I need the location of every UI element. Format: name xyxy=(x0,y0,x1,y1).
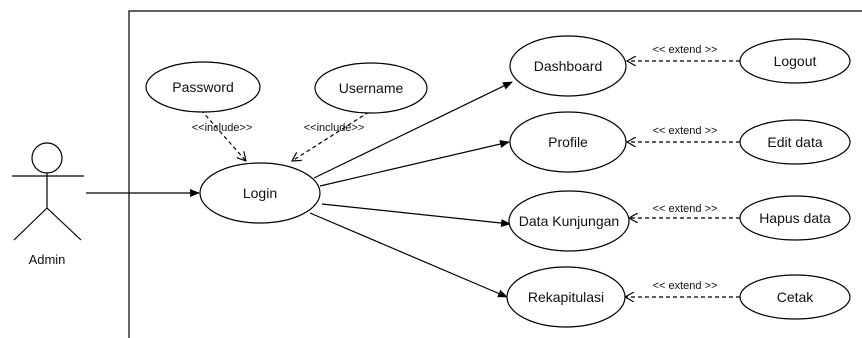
actor-label: Admin xyxy=(29,252,66,267)
use-case-password-label: Password xyxy=(172,79,233,95)
use-case-edit-data-label: Edit data xyxy=(767,134,822,150)
actor-right-leg xyxy=(46,207,82,241)
use-case-login: Login xyxy=(199,162,321,224)
use-case-rekapitulasi-label: Rekapitulasi xyxy=(528,289,604,305)
use-case-logout-label: Logout xyxy=(774,53,817,69)
use-case-cetak-label: Cetak xyxy=(777,289,815,305)
use-case-profile-label: Profile xyxy=(548,134,588,150)
use-case-dashboard: Dashboard xyxy=(509,35,627,97)
association-login-data-kunjungan xyxy=(321,203,511,228)
include-username-login xyxy=(292,111,370,161)
system-boundary xyxy=(128,10,862,338)
use-case-data-kunjungan-label: Data Kunjungan xyxy=(519,213,619,229)
use-case-rekapitulasi: Rekapitulasi xyxy=(506,266,626,328)
association-login-rekapitulasi xyxy=(309,212,508,298)
actor-left-leg xyxy=(13,207,48,241)
use-case-username-label: Username xyxy=(339,80,404,96)
extend-label-editdata: << extend >> xyxy=(653,125,718,137)
extend-label-hapusdata: << extend >> xyxy=(653,203,718,215)
extend-label-logout: << extend >> xyxy=(653,44,718,56)
include-password-login xyxy=(200,109,246,161)
use-case-edit-data: Edit data xyxy=(739,119,851,165)
use-case-username: Username xyxy=(314,62,428,114)
use-case-password: Password xyxy=(145,61,261,113)
include-label-password: <<include>> xyxy=(192,122,253,134)
use-case-cetak: Cetak xyxy=(739,274,851,320)
actor-head xyxy=(31,142,63,174)
use-case-hapus-data: Hapus data xyxy=(739,195,851,241)
use-case-profile: Profile xyxy=(509,111,627,173)
use-case-hapus-data-label: Hapus data xyxy=(759,210,831,226)
extend-label-cetak: << extend >> xyxy=(653,280,718,292)
use-case-login-label: Login xyxy=(243,185,277,201)
association-login-dashboard xyxy=(313,81,513,179)
include-label-username: <<include>> xyxy=(304,122,365,134)
use-case-logout: Logout xyxy=(739,38,851,84)
association-login-profile xyxy=(319,140,510,187)
use-case-data-kunjungan: Data Kunjungan xyxy=(508,190,630,252)
use-case-dashboard-label: Dashboard xyxy=(534,58,603,74)
actor-admin: Admin xyxy=(12,142,84,267)
